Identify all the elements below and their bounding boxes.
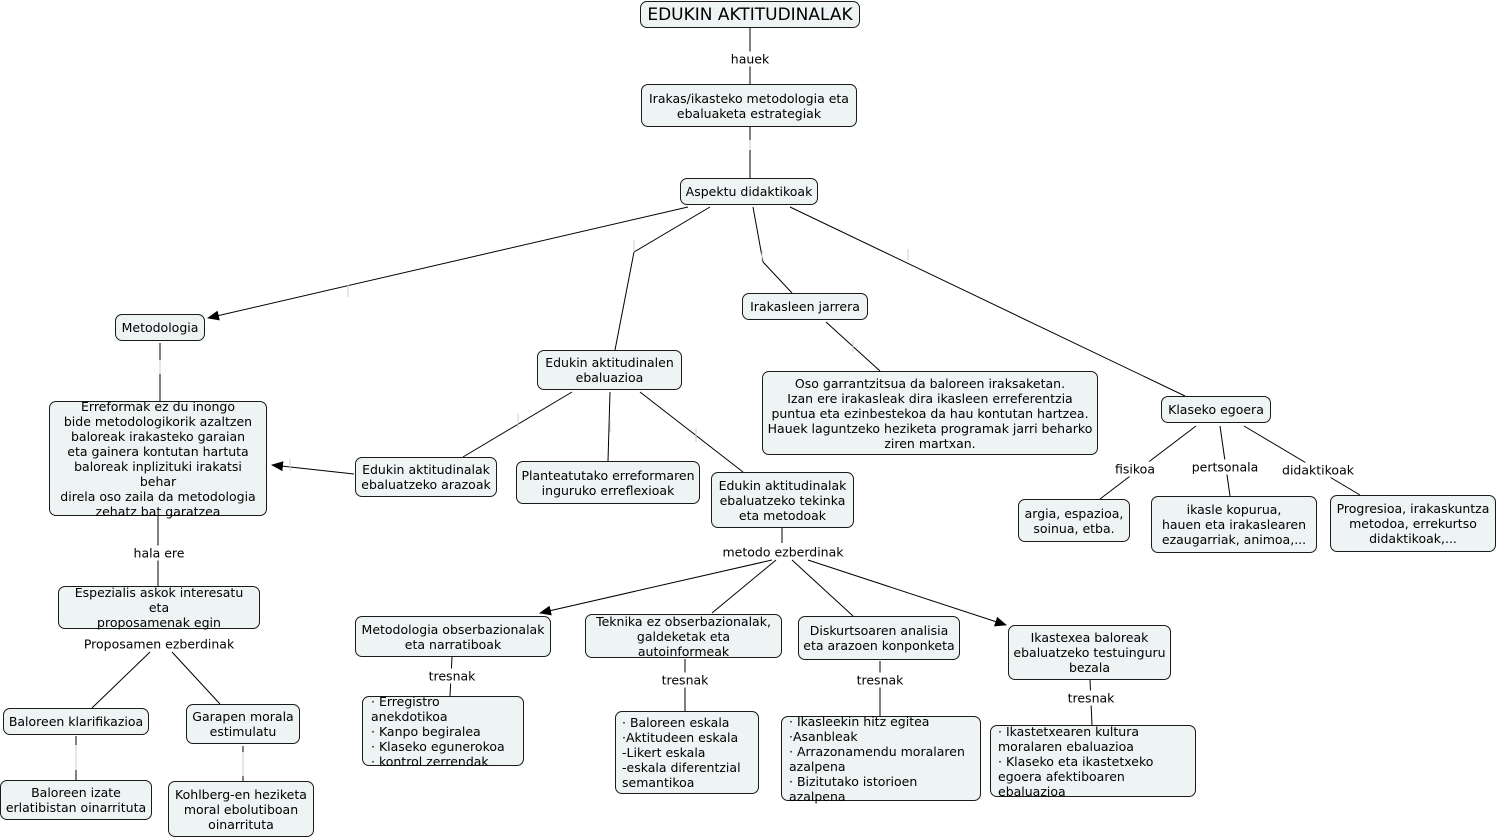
edge-aspektu-irakasleen-2 <box>762 261 793 294</box>
node-eskala[interactable]: · Baloreen eskala ·Aktitudeen eskala -Li… <box>615 711 759 794</box>
edge-metodo-obserbazionalak <box>539 559 773 616</box>
label-tresnak-1: tresnak <box>427 668 477 684</box>
label-tresnak-2: tresnak <box>660 672 710 688</box>
node-kohlberg[interactable]: Kohlberg-en heziketa moral ebolutiboan o… <box>168 781 314 837</box>
node-ikasle[interactable]: ikasle kopurua, hauen eta irakaslearen e… <box>1151 496 1317 553</box>
node-klarifikazioa[interactable]: Baloreen klarifikazioa <box>3 708 149 735</box>
node-arazoak[interactable]: Edukin aktitudinalak ebaluatzeko arazoak <box>355 457 497 497</box>
node-ikastexea[interactable]: Ikastexea baloreak ebaluatzeko testuingu… <box>1008 625 1171 680</box>
node-metodologia[interactable]: Metodologia <box>115 314 205 341</box>
node-izate[interactable]: Baloreen izate erlatibistan oinarrituta <box>0 780 152 820</box>
node-garrantzitsua[interactable]: Oso garrantzitsua da baloreen iraksaketa… <box>762 371 1098 455</box>
edge-metodo-ikastexea <box>807 559 1007 627</box>
edge-aspektu-metodologia <box>207 206 689 321</box>
node-teknika[interactable]: Teknika ez obserbazionalak, galdeketak e… <box>585 614 782 659</box>
edge-metodo-diskurtsoaren <box>791 559 854 617</box>
node-erreformak[interactable]: Erreformak ez du inongo bide metodologik… <box>49 399 267 519</box>
node-hitz[interactable]: · Ikasleekin hitz egitea ·Asanbleak · Ar… <box>781 714 981 804</box>
edge-aspektu-irakasleen <box>752 206 764 263</box>
node-aspektu[interactable]: Aspektu didaktikoak <box>680 178 818 205</box>
edge-aspektu-ebaluazioa-2 <box>614 251 635 351</box>
node-root[interactable]: EDUKIN AKTITUDINALAK <box>640 1 860 28</box>
edge-aspektu-klaseko <box>789 206 1186 397</box>
node-planteatutako[interactable]: Planteatutako erreformaren inguruko erre… <box>516 461 700 504</box>
label-tresnak-3: tresnak <box>855 672 905 688</box>
edge-espezialis-klarifikazioa <box>91 651 151 709</box>
node-kultura[interactable]: · Ikastetxearen kultura moralaren ebalua… <box>990 724 1196 799</box>
label-pertsonala: pertsonala <box>1190 459 1260 475</box>
node-garapen[interactable]: Garapen morala estimulatu <box>186 704 300 744</box>
node-diskurtsoaren[interactable]: Diskurtsoaren analisia eta arazoen konpo… <box>798 616 960 660</box>
label-proposamen: Proposamen ezberdinak <box>82 636 236 652</box>
label-fisikoa: fisikoa <box>1114 461 1156 477</box>
edge-metodo-teknika <box>711 559 777 614</box>
node-erregistro[interactable]: · Erregistro anekdotikoa · Kanpo begiral… <box>362 694 524 769</box>
node-ebaluazioa[interactable]: Edukin aktitudinalen ebaluazioa <box>537 350 682 390</box>
edge-espezialis-garapen <box>171 651 221 705</box>
node-tekinka[interactable]: Edukin aktitudinalak ebaluatzeko tekinka… <box>711 472 854 528</box>
node-irakas[interactable]: Irakas/ikasteko metodologia eta ebaluake… <box>641 84 857 127</box>
node-argia[interactable]: argia, espazioa, soinua, etba. <box>1018 499 1130 542</box>
edge-aspektu-ebaluazioa <box>633 206 711 253</box>
node-espezialis[interactable]: Espezialis askok interesatu eta proposam… <box>58 585 260 630</box>
edge-arazoak-erreformak <box>271 461 355 475</box>
edge-ebaluazioa-tekinka <box>639 391 744 473</box>
node-obserbazionalak[interactable]: Metodologia obserbazionalak eta narratib… <box>355 616 551 657</box>
edge-klaseko-progresioa <box>1243 425 1361 496</box>
edge-ebaluazioa-planteatutako <box>607 391 611 462</box>
node-klaseko[interactable]: Klaseko egoera <box>1161 396 1271 423</box>
label-tresnak-4: tresnak <box>1066 690 1116 706</box>
node-irakasleen[interactable]: Irakasleen jarrera <box>742 293 868 320</box>
label-metodo: metodo ezberdinak <box>721 544 845 560</box>
label-didaktikoak: didaktikoak <box>1281 462 1355 478</box>
node-progresioa[interactable]: Progresioa, irakaskuntza metodoa, erreku… <box>1330 495 1496 552</box>
label-hauek: hauek <box>729 51 771 67</box>
label-hala-ere: hala ere <box>132 545 186 561</box>
